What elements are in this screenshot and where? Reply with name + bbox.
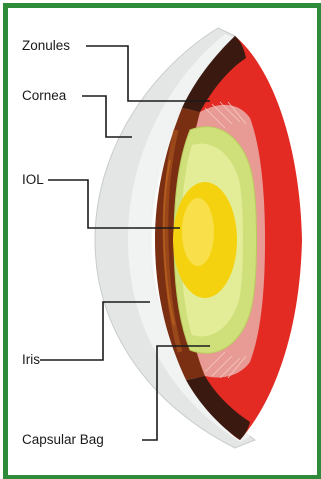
label-zonules: Zonules <box>22 39 70 53</box>
label-cornea: Cornea <box>22 89 66 103</box>
label-iris: Iris <box>22 353 40 367</box>
label-capsular-bag: Capsular Bag <box>22 433 104 447</box>
iol-lens-highlight <box>182 198 214 266</box>
label-iol: IOL <box>22 173 44 187</box>
